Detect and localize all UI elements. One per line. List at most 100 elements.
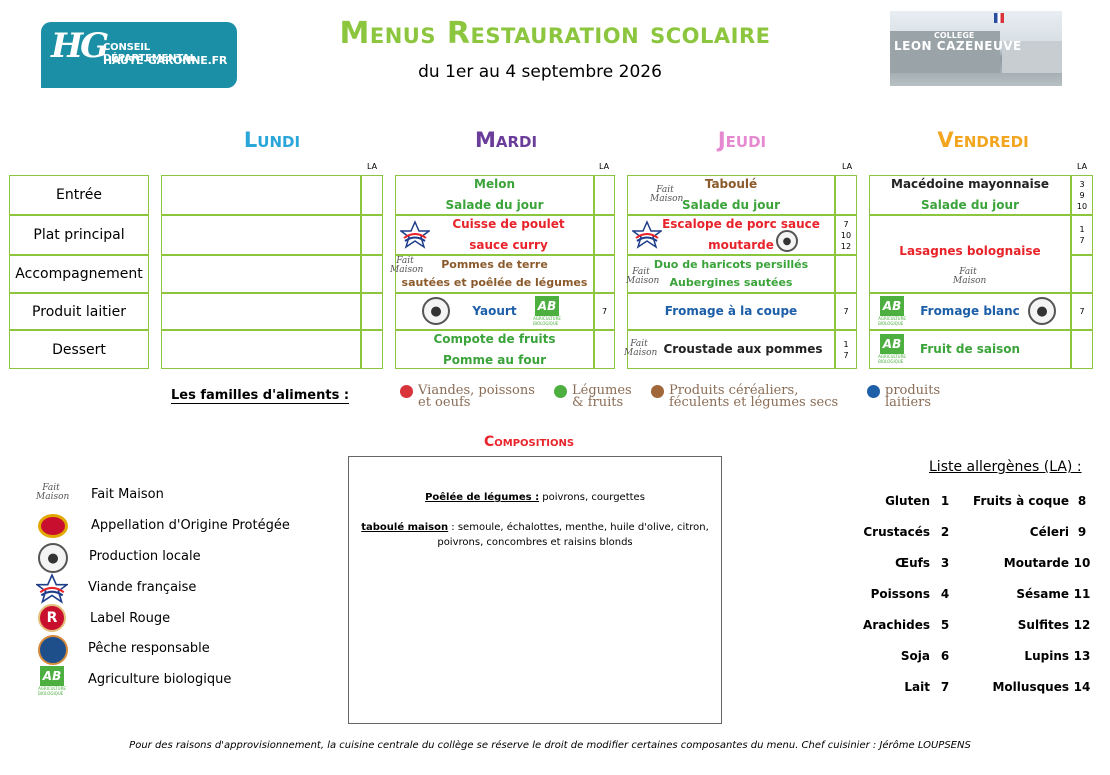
lundi-dessert-la [361, 330, 383, 369]
mardi-laitier-cell: Yaourt [395, 293, 594, 330]
dot-viandes [400, 385, 413, 398]
photo-caption-2: LEON CAZENEUVE [894, 39, 1022, 53]
mardi-accomp-cell: Pommes de terre sautées et poêlée de lég… [395, 255, 594, 293]
logo-mark: HG [51, 26, 109, 66]
fm-word-1: Fait [959, 267, 977, 277]
fm-word-1: Fait [656, 185, 674, 195]
dot-cereales [651, 385, 664, 398]
day-vendredi: Vendredi [937, 128, 1029, 152]
allergen-name: Céleri [1029, 525, 1069, 539]
allergen-num: 10 [1073, 556, 1091, 570]
mardi-accomp-2: sautées et poêlée de légumes [401, 276, 588, 289]
jeudi-plat-la: 7 10 12 [835, 215, 857, 255]
row-label-accompagnement: Accompagnement [9, 255, 149, 293]
lundi-laitier-la [361, 293, 383, 330]
photo-building [890, 31, 1000, 73]
vendredi-entree-alg-3: 10 [1076, 201, 1088, 211]
aop-icon [38, 514, 68, 538]
viande-francaise-icon [632, 220, 662, 249]
mardi-plat-cell: Cuisse de poulet sauce curry [395, 215, 594, 255]
allergen-row: Crustacés 2 [850, 525, 960, 556]
vendredi-plat-cell: Lasagnes bolognaise [869, 215, 1071, 293]
allergen-name: Arachides [863, 618, 930, 632]
page-subtitle: du 1er au 4 septembre 2026 [418, 62, 662, 82]
comp-poelee-text: poivrons, courgettes [539, 492, 645, 503]
mardi-entree-la [594, 175, 615, 215]
jeudi-entree-la [835, 175, 857, 215]
vendredi-entree-la: 3 9 10 [1071, 175, 1093, 215]
mardi-dessert-la [594, 330, 615, 369]
legend-bio: Agriculture biologique [88, 672, 232, 687]
vendredi-entree-alg-1: 3 [1079, 179, 1085, 189]
family-cereales-1: Produits céréaliers, [669, 383, 799, 398]
fm-word-2: Maison [36, 492, 70, 502]
fm-word-2: Maison [624, 348, 658, 358]
vendredi-plat-alg-2: 7 [1079, 236, 1085, 245]
allergen-num: 2 [940, 525, 950, 539]
fm-word-2: Maison [390, 265, 424, 275]
lundi-plat-cell [161, 215, 361, 255]
vendredi-plat: Lasagnes bolognaise [899, 243, 1041, 258]
day-jeudi: Jeudi [717, 128, 767, 152]
allergen-row: Céleri 9 [965, 525, 1095, 556]
allergen-name: Crustacés [863, 525, 930, 539]
row-label-dessert: Dessert [9, 330, 149, 369]
legend-viande-francaise: Viande française [88, 580, 197, 595]
mardi-entree-1: Melon [474, 177, 515, 191]
logo-line2: HAUTE-GARONNE.FR [103, 54, 228, 67]
comp-taboule-2: poivrons, concombres et raisins blonds [349, 536, 721, 550]
vendredi-dessert-cell: Fruit de saison [869, 330, 1071, 369]
photo-building-annex [1002, 41, 1062, 73]
production-locale-icon: ● [422, 297, 450, 325]
comp-poelee: Poêlée de légumes : poivrons, courgettes [349, 491, 721, 505]
fm-word-1: Fait [632, 267, 650, 277]
mardi-plat-1: Cuisse de poulet [452, 217, 565, 231]
vendredi-entree-cell: Macédoine mayonnaise Salade du jour [869, 175, 1071, 215]
jeudi-plat-alg-3: 12 [840, 241, 852, 251]
lundi-entree-la [361, 175, 383, 215]
allergen-num: 9 [1077, 525, 1087, 539]
viande-francaise-icon [400, 220, 430, 249]
allergen-name: Lait [904, 680, 930, 694]
logo-line1: CONSEIL DÉPARTEMENTAL [103, 42, 196, 64]
jeudi-plat-2: moutarde [708, 238, 774, 252]
legend-peche: Pêche responsable [88, 641, 210, 656]
legend-fait-maison: Fait Maison [91, 487, 164, 502]
production-locale-icon: ● [1028, 297, 1056, 325]
jeudi-accomp-la [835, 255, 857, 293]
family-laitiers-2: laitiers [885, 395, 932, 410]
fm-word-2: Maison [626, 276, 660, 286]
jeudi-laitier-la: 7 [835, 293, 857, 330]
ab-caption: AGRICULTURE BIOLOGIQUE [878, 316, 906, 326]
fait-maison-icon: Fait Maison [650, 185, 683, 204]
allergen-num: 5 [940, 618, 950, 632]
mardi-plat-2: sauce curry [469, 238, 548, 252]
ab-box: AB [535, 296, 559, 316]
department-logo: HG CONSEIL DÉPARTEMENTAL HAUTE-GARONNE.F… [41, 22, 237, 88]
fait-maison-icon: Fait Maison [626, 267, 660, 286]
jeudi-accomp-1: Duo de haricots persillés [653, 258, 809, 271]
production-locale-icon: ● [38, 543, 68, 573]
vendredi-entree-alg-2: 9 [1079, 190, 1085, 200]
jeudi-entree-2: Salade du jour [682, 198, 780, 212]
jeudi-plat-cell: Escalope de porc sauce moutarde [627, 215, 835, 255]
allergens-title: Liste allergènes (LA) : [929, 459, 1082, 475]
la-label-jeudi: LA [842, 162, 853, 171]
jeudi-dessert-alg-1: 1 [843, 339, 849, 349]
mardi-dessert-2: Pomme au four [442, 352, 547, 367]
mardi-dessert-cell: Compote de fruits Pomme au four [395, 330, 594, 369]
row-label-plat: Plat principal [9, 215, 149, 255]
jeudi-accomp-cell: Duo de haricots persillés Aubergines sau… [627, 255, 835, 293]
vendredi-dessert: Fruit de saison [919, 342, 1021, 356]
compositions-title: Compositions [484, 434, 575, 450]
allergen-name: Lupins [1024, 649, 1069, 663]
allergen-num: 11 [1073, 587, 1091, 601]
ab-box: AB [880, 334, 904, 354]
la-label-vendredi: LA [1077, 162, 1088, 171]
allergen-name: Gluten [885, 494, 930, 508]
mardi-dessert-1: Compote de fruits [433, 331, 556, 346]
family-cereales-2: féculents et légumes secs [669, 395, 839, 410]
